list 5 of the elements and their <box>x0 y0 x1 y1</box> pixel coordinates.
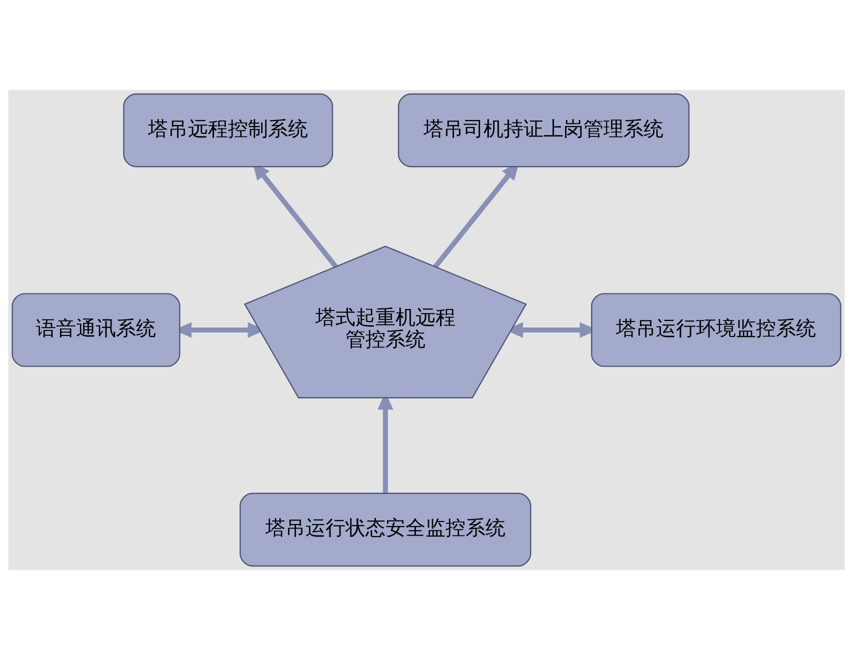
node-box: 塔吊司机持证上岗管理系统 <box>398 93 690 168</box>
node-box: 塔吊运行环境监控系统 <box>591 293 842 367</box>
node-box: 塔吊远程控制系统 <box>123 93 334 168</box>
node-box: 语音通讯系统 <box>12 293 180 367</box>
node-box: 塔吊运行状态安全监控系统 <box>240 492 532 567</box>
